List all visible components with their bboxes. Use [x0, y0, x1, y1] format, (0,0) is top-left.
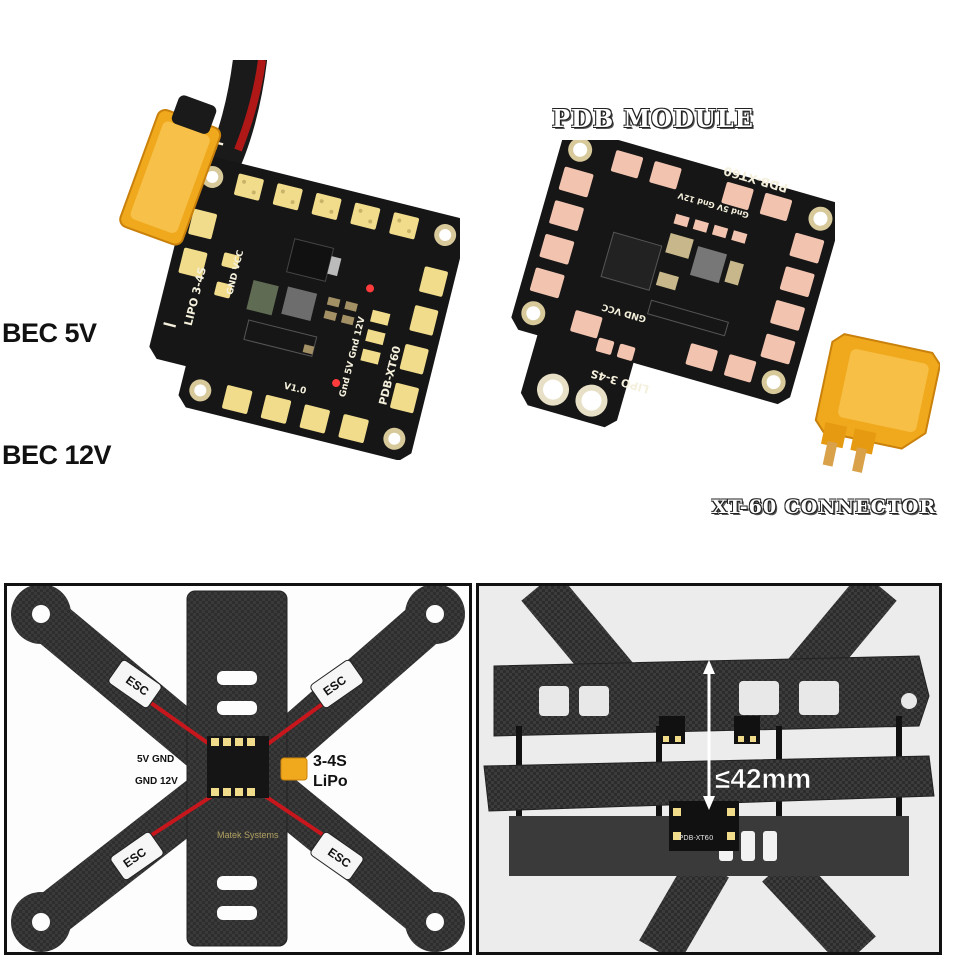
- label-battery-type: LiPo: [313, 773, 348, 790]
- esc-tag-3: ESC: [110, 831, 164, 881]
- pdb-side-model: PDB-XT60: [679, 834, 713, 842]
- label-gnd-12v: GND 12V: [135, 776, 178, 787]
- bec-12v-label: BEC 12V: [2, 440, 112, 470]
- label-5v-gnd: 5V GND: [137, 754, 174, 765]
- watermark-text: Matek Systems: [217, 830, 279, 840]
- pdb-board-left-illustration: LIPO 3-4S GND VCC PDB-XT60 Gnd 5V Gnd 12…: [119, 43, 467, 461]
- frame-top-view-illustration: ESC ESC ESC ESC 5V GND GND 12V 3-4S LiPo…: [11, 586, 465, 952]
- label-battery-cells: 3-4S: [313, 753, 347, 770]
- pdb-module-title: PDB MODULE: [552, 104, 754, 133]
- frame-side-view-panel: PDB-XT60 ≤42mm: [476, 583, 942, 955]
- bec-5v-label: BEC 5V: [2, 318, 97, 348]
- frame-top-view-panel: ESC ESC ESC ESC 5V GND GND 12V 3-4S LiPo…: [4, 583, 472, 955]
- xt60-connector-icon: [814, 333, 942, 473]
- pdb-photo-left: LIPO 3-4S GND VCC PDB-XT60 Gnd 5V Gnd 12…: [100, 43, 467, 461]
- pdb-board-right-illustration: PDB-XT60 LIPO 3-4S GND VCC Gnd 5V Gnd 12…: [511, 127, 843, 428]
- pdb-photo-right: PDB-XT60 LIPO 3-4S GND VCC Gnd 5V Gnd 12…: [505, 127, 843, 450]
- xt60-connector-photo: [790, 330, 942, 480]
- xt60-connector-title: XT-60 CONNECTOR: [712, 496, 937, 518]
- esc-tag-4: ESC: [310, 831, 364, 881]
- height-dimension-arrow: [703, 660, 715, 810]
- frame-side-view-illustration: PDB-XT60 ≤42mm: [479, 586, 939, 952]
- height-label: ≤42mm: [715, 763, 811, 794]
- esc-tag-1: ESC: [108, 659, 162, 709]
- svg-text:−: −: [159, 310, 181, 337]
- esc-tag-2: ESC: [310, 659, 364, 709]
